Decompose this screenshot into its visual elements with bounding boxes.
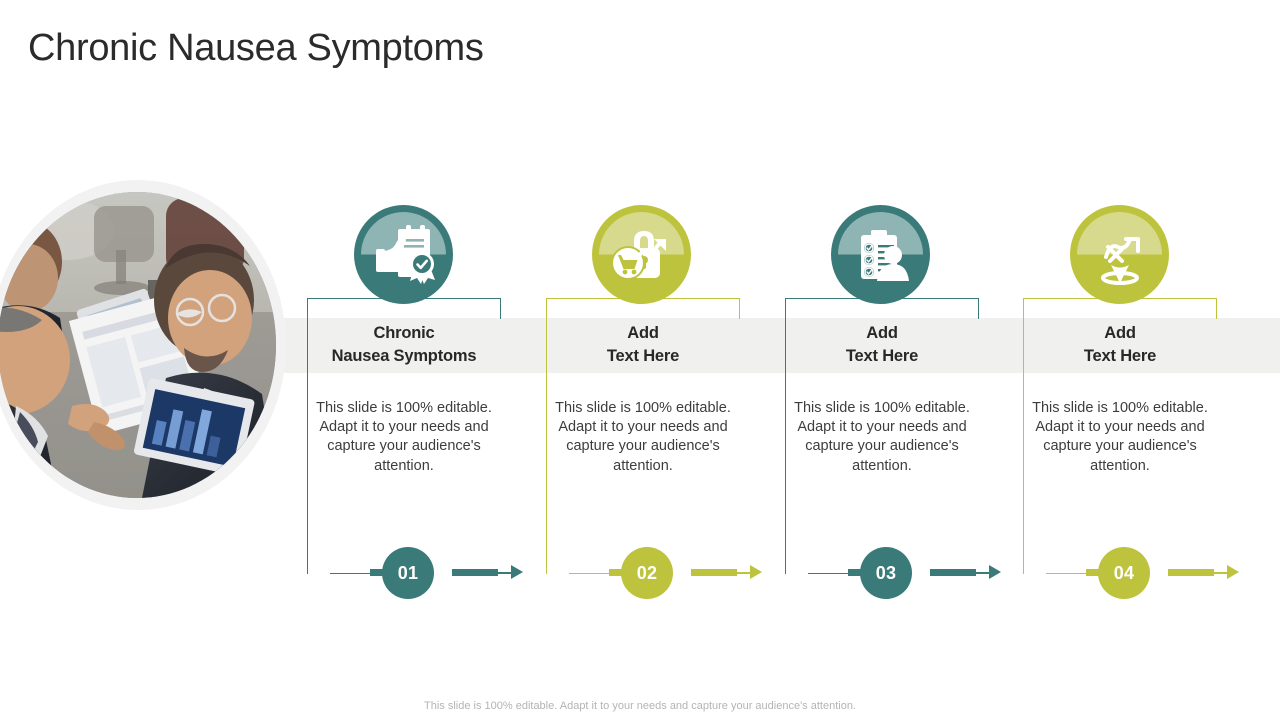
card-title: Add Text Here xyxy=(536,322,750,368)
padlock-cart-growth-icon xyxy=(611,231,666,280)
checklist-person-icon xyxy=(861,230,909,281)
arrow-line xyxy=(1206,571,1230,574)
arrow-head-icon xyxy=(989,565,1001,579)
arrow-corner xyxy=(1046,572,1088,574)
arrow-head-icon xyxy=(1227,565,1239,579)
arrow-line xyxy=(968,571,992,574)
card-body-text: This slide is 100% editable. Adapt it to… xyxy=(1032,400,1208,474)
arrow-segment-right xyxy=(930,569,976,576)
arrow-row-01: 01 xyxy=(330,547,580,599)
footer-note: This slide is 100% editable. Adapt it to… xyxy=(424,700,856,712)
card-border-left xyxy=(1023,298,1024,574)
team-photo-illustration xyxy=(0,192,276,498)
icon-circle-01 xyxy=(354,205,453,304)
card-04[interactable]: Add Text Here This slide is 100% editabl… xyxy=(1023,298,1217,574)
arrow-row-02: 02 xyxy=(569,547,819,599)
card-title: Add Text Here xyxy=(775,322,989,368)
card-title-line2: Text Here xyxy=(845,347,919,365)
title-band xyxy=(281,318,1280,373)
card-title-line1: Add xyxy=(866,324,898,342)
card-border-left xyxy=(307,298,308,574)
card-title-line1: Add xyxy=(1104,324,1136,342)
arrow-row-04: 04 xyxy=(1046,547,1280,599)
card-01[interactable]: Chronic Nausea Symptoms This slide is 10… xyxy=(307,298,501,574)
card-border-right xyxy=(1216,298,1217,319)
card-title: Chronic Nausea Symptoms xyxy=(297,322,511,368)
arrow-head-icon xyxy=(511,565,523,579)
team-photo xyxy=(0,192,276,498)
card-02[interactable]: Add Text Here This slide is 100% editabl… xyxy=(546,298,740,574)
card-border-right xyxy=(500,298,501,319)
step-badge-02[interactable]: 02 xyxy=(621,547,673,599)
arrow-corner xyxy=(569,572,611,574)
card-03[interactable]: Add Text Here This slide is 100% editabl… xyxy=(785,298,979,574)
card-border-right xyxy=(739,298,740,319)
card-body-text: This slide is 100% editable. Adapt it to… xyxy=(794,400,970,474)
step-badge-03[interactable]: 03 xyxy=(860,547,912,599)
card-border-right xyxy=(978,298,979,319)
step-badge-01[interactable]: 01 xyxy=(382,547,434,599)
photo-ring xyxy=(0,180,286,510)
step-badge-04[interactable]: 04 xyxy=(1098,547,1150,599)
icon-circle-04 xyxy=(1070,205,1169,304)
certificate-thumbs-up-icon xyxy=(376,225,435,284)
card-body-text: This slide is 100% editable. Adapt it to… xyxy=(555,400,731,474)
page-title: Chronic Nausea Symptoms xyxy=(28,27,484,69)
card-title: Add Text Here xyxy=(1013,322,1227,368)
arrow-corner xyxy=(330,572,372,574)
arrow-segment-right xyxy=(452,569,498,576)
location-pin-growth-icon xyxy=(1101,237,1140,285)
card-title-line2: Text Here xyxy=(1083,347,1157,365)
icon-circle-02 xyxy=(592,205,691,304)
card-title-line2: Nausea Symptoms xyxy=(331,347,477,365)
arrow-line xyxy=(729,571,753,574)
card-title-line1: Add xyxy=(627,324,659,342)
arrow-segment-right xyxy=(1168,569,1214,576)
arrow-row-03: 03 xyxy=(808,547,1058,599)
arrow-segment-right xyxy=(691,569,737,576)
card-border-left xyxy=(785,298,786,574)
arrow-line xyxy=(490,571,514,574)
card-title-line2: Text Here xyxy=(606,347,680,365)
arrow-corner xyxy=(808,572,850,574)
icon-circle-03 xyxy=(831,205,930,304)
card-border-left xyxy=(546,298,547,574)
card-body-text: This slide is 100% editable. Adapt it to… xyxy=(316,400,492,474)
arrow-head-icon xyxy=(750,565,762,579)
card-title-line1: Chronic xyxy=(373,324,435,342)
